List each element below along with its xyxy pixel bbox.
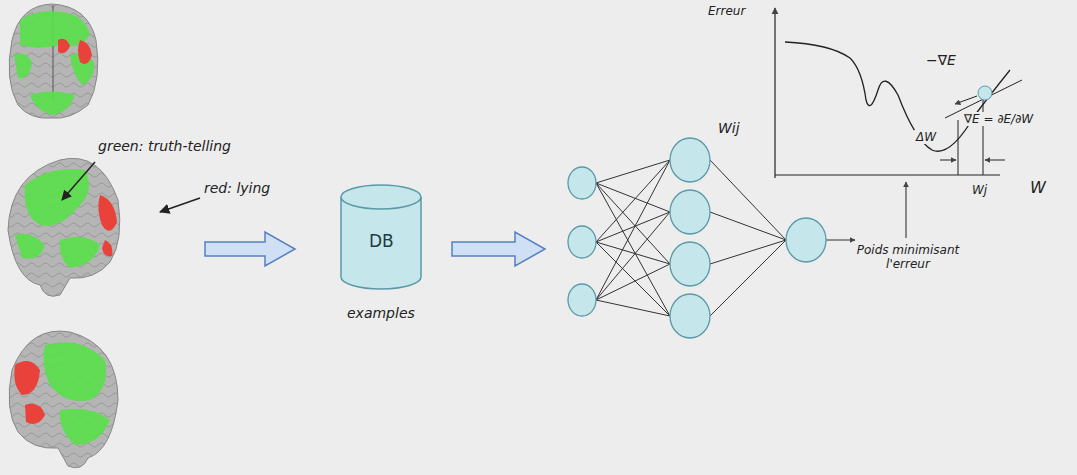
axis-title: W bbox=[1030, 178, 1046, 197]
synapse bbox=[710, 212, 786, 240]
leader-line bbox=[62, 162, 95, 200]
synapse bbox=[596, 183, 670, 212]
node-title: DB bbox=[369, 231, 394, 251]
hidden-neuron bbox=[670, 294, 710, 338]
output-neuron bbox=[786, 218, 826, 262]
input-neuron bbox=[568, 284, 596, 316]
synapse bbox=[596, 160, 670, 183]
output-line bbox=[826, 240, 855, 241]
input-neuron bbox=[568, 226, 596, 258]
neural-network bbox=[568, 138, 855, 338]
node-caption: examples bbox=[347, 305, 415, 321]
brain-image bbox=[9, 331, 118, 468]
cylinder-body bbox=[341, 197, 421, 289]
axis-title: Erreur bbox=[708, 4, 745, 18]
flow-arrow bbox=[205, 232, 295, 266]
delta-label: ΔW bbox=[914, 130, 938, 144]
synapse bbox=[596, 183, 670, 316]
weight-label: Wij bbox=[718, 120, 740, 136]
gradient-label: −∇E bbox=[926, 52, 956, 68]
synapse bbox=[596, 160, 670, 300]
brain-image bbox=[8, 158, 120, 296]
synapse bbox=[596, 212, 670, 300]
synapse bbox=[596, 212, 670, 242]
formula-label: ∇E = ∂E/∂W bbox=[962, 112, 1035, 126]
leader-line bbox=[160, 198, 200, 212]
synapse bbox=[710, 240, 786, 316]
database-cylinder: DB examples bbox=[335, 183, 427, 333]
hidden-neuron bbox=[670, 138, 710, 182]
hidden-neuron bbox=[670, 242, 710, 286]
brain-image bbox=[9, 4, 98, 118]
note: Poids minimisant l'erreur bbox=[838, 243, 978, 271]
cylinder-top bbox=[341, 185, 421, 209]
weight-label: Wj bbox=[972, 183, 987, 197]
legend-note: green: truth-telling bbox=[98, 138, 231, 154]
hidden-neuron bbox=[670, 190, 710, 234]
synapse bbox=[596, 264, 670, 300]
synapse bbox=[596, 300, 670, 316]
input-neuron bbox=[568, 167, 596, 199]
flow-arrow bbox=[452, 232, 545, 266]
synapse bbox=[596, 183, 670, 264]
legend-note: red: lying bbox=[204, 180, 270, 196]
